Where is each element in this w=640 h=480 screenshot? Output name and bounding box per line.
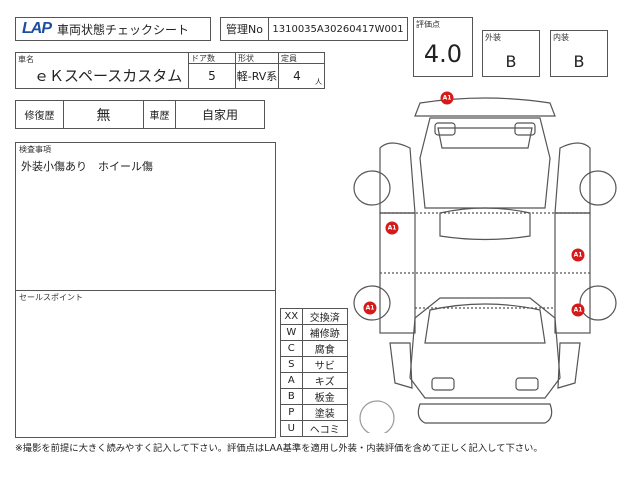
legend-code: C [280, 340, 303, 357]
interior-grade: B [573, 51, 585, 71]
legend-meaning: ヘコミ [301, 420, 349, 437]
capacity-label: 定員 [281, 54, 297, 63]
legend-code: S [280, 356, 303, 373]
footer-note: ※撮影を前提に大きく読みやすく記入して下さい。評価点はLAA基準を適用し外装・内… [15, 443, 543, 454]
capacity-value: 4 [293, 69, 301, 83]
legend-code: A [280, 372, 303, 389]
exterior-box: 外装 B [482, 30, 540, 77]
interior-label: 内装 [553, 33, 569, 42]
vehicle-name-cell: 車名 ｅＫスペースカスタム [15, 52, 189, 89]
legend-meaning: 交換済 [301, 308, 349, 325]
legend-meaning: 板金 [301, 388, 349, 405]
vehicle-name: ｅＫスペースカスタム [34, 67, 183, 85]
legend-code: U [280, 420, 303, 437]
control-no-label-text: 管理No [226, 23, 263, 36]
damage-marker: A1 [440, 91, 454, 105]
score-label: 評価点 [416, 20, 440, 29]
legend-code: B [280, 388, 303, 405]
legend-meaning: 補修跡 [301, 324, 349, 341]
usage-label: 車歴 [143, 100, 176, 129]
doors-cell: ドア数 5 [188, 52, 236, 89]
interior-box: 内装 B [550, 30, 608, 77]
control-no-label: 管理No [220, 17, 269, 41]
shape-label: 形状 [238, 54, 254, 63]
control-no-text: 1310035A30260417W001 [272, 23, 404, 35]
sales-point-label: セールスポイント [19, 293, 83, 302]
legend-meaning: 腐食 [301, 340, 349, 357]
sheet-title: 車両状態チェックシート [57, 22, 190, 37]
shape-cell: 形状 軽-RV系 [235, 52, 279, 89]
inspection-label: 検査事項 [19, 145, 51, 154]
inspection-box: 検査事項 外装小傷あり ホイール傷 [15, 142, 276, 291]
legend-meaning: キズ [301, 372, 349, 389]
repair-label: 修復歴 [15, 100, 64, 129]
damage-marker: A1 [571, 248, 585, 262]
repair-value: 無 [63, 100, 144, 129]
sheet-title-box: LAP 車両状態チェックシート [15, 17, 211, 41]
car-diagram [353, 97, 617, 433]
lap-logo: LAP [22, 20, 52, 37]
legend-code: W [280, 324, 303, 341]
usage-value: 自家用 [175, 100, 265, 129]
doors-value: 5 [208, 69, 216, 83]
vehicle-name-label: 車名 [18, 55, 34, 64]
score-box: 評価点 4.0 [413, 17, 473, 77]
sales-point-box: セールスポイント [15, 290, 276, 438]
legend-meaning: サビ [301, 356, 349, 373]
score-value: 4.0 [423, 40, 463, 68]
inspection-text: 外装小傷あり ホイール傷 [21, 160, 153, 173]
damage-marker: A1 [363, 301, 377, 315]
capacity-unit: 人 [315, 78, 322, 86]
shape-value: 軽-RV系 [236, 70, 278, 83]
damage-marker: A1 [571, 303, 585, 317]
doors-label: ドア数 [191, 54, 215, 63]
legend-meaning: 塗装 [301, 404, 349, 421]
damage-marker: A1 [385, 221, 399, 235]
legend-code: P [280, 404, 303, 421]
capacity-cell: 定員 4 人 [278, 52, 325, 89]
legend-code: XX [280, 308, 303, 325]
control-no-value: 1310035A30260417W001 [268, 17, 408, 41]
exterior-grade: B [505, 51, 517, 71]
exterior-label: 外装 [485, 33, 501, 42]
